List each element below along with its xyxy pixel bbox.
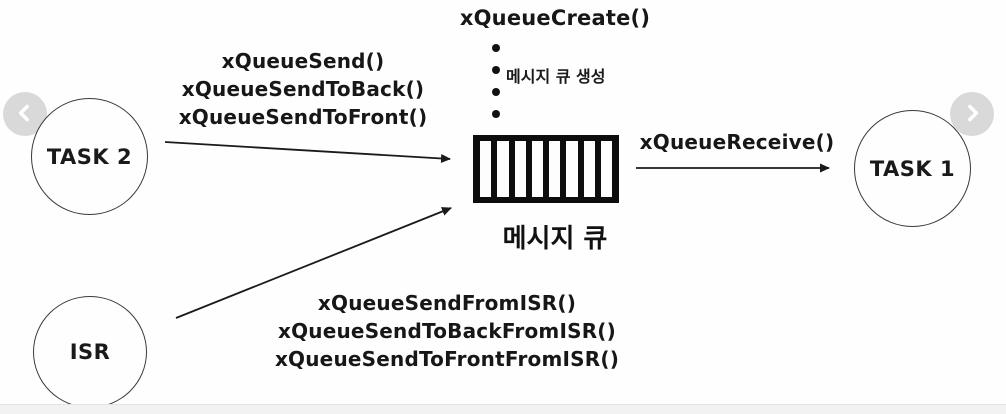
arrow-task2-to-queue — [164, 141, 451, 163]
connector-dot — [492, 44, 500, 52]
queue-receive-function-label: xQueueReceive() — [639, 130, 835, 154]
message-queue-box — [473, 135, 619, 203]
dotted-connector — [492, 44, 500, 118]
queue-slot — [497, 141, 509, 197]
isr-send-function-line: xQueueSendFromISR() — [317, 291, 577, 315]
send-function-line: xQueueSendToFront() — [178, 105, 428, 129]
queue-create-function-label: xQueueCreate() — [459, 6, 651, 30]
message-queue-label: 메시지 큐 — [502, 224, 608, 254]
queue-slot — [566, 141, 578, 197]
connector-dot — [492, 66, 500, 74]
send-function-line: xQueueSendToBack() — [181, 77, 425, 101]
queue-slot — [600, 141, 612, 197]
queue-slot — [549, 141, 561, 197]
queue-slot — [583, 141, 595, 197]
queue-create-note: 메시지 큐 생성 — [506, 67, 606, 86]
node-task1-label: TASK 1 — [869, 156, 956, 181]
queue-slot — [480, 141, 492, 197]
task-send-functions-label: xQueueSend() xQueueSendToBack() xQueueSe… — [150, 47, 456, 131]
queue-slot — [531, 141, 543, 197]
connector-dot — [492, 110, 500, 118]
chevron-right-icon — [959, 100, 985, 129]
node-task2: TASK 2 — [31, 98, 148, 215]
carousel-next-button[interactable] — [950, 92, 994, 136]
node-isr-label: ISR — [69, 340, 111, 364]
queue-slots — [480, 141, 612, 197]
isr-send-function-line: xQueueSendToFrontFromISR() — [274, 347, 620, 371]
node-isr: ISR — [33, 296, 147, 408]
isr-send-function-line: xQueueSendToBackFromISR() — [277, 319, 616, 343]
queue-slot — [514, 141, 526, 197]
chevron-left-icon — [12, 100, 38, 129]
isr-send-functions-label: xQueueSendFromISR() xQueueSendToBackFrom… — [262, 289, 632, 373]
node-task1: TASK 1 — [854, 110, 971, 227]
node-task2-label: TASK 2 — [46, 144, 133, 169]
connector-dot — [492, 88, 500, 96]
bottom-strip — [0, 404, 1006, 414]
send-function-line: xQueueSend() — [221, 49, 385, 73]
